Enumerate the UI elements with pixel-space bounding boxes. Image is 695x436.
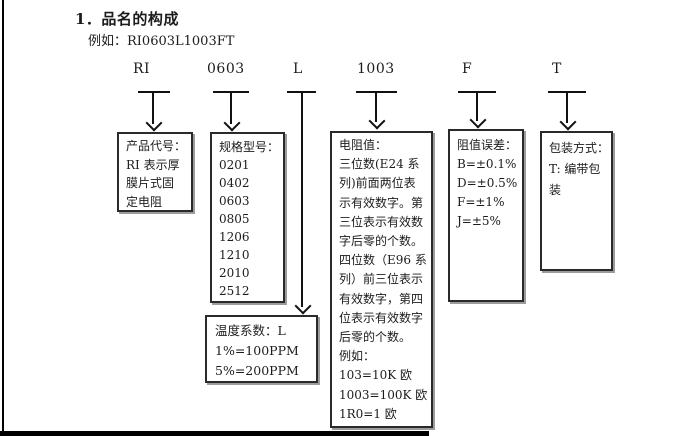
box-tcr: 温度系数：L 1%=100PPM 5%=200PPM — [205, 315, 318, 383]
connector-line — [375, 91, 377, 122]
connector-line — [566, 91, 568, 123]
text-line: 电阻值： — [339, 138, 388, 152]
box-product-code: 产品代号： RI 表示厚膜片式固定电阻 — [117, 132, 193, 212]
text-line: 例如： — [339, 349, 376, 364]
code-segment-ri: RI — [133, 61, 151, 77]
code-segment-tcr: L — [293, 61, 303, 77]
text-line: 2512 — [219, 284, 250, 298]
code-segment-resistance: 1003 — [357, 61, 395, 77]
text-line: D=±0.5% — [457, 176, 518, 190]
code-segment-size: 0603 — [207, 61, 245, 77]
text-line: 三位表示有效数 — [339, 214, 424, 229]
text-line: 有效数字，第四 — [339, 291, 424, 306]
arrow-down-icon — [294, 297, 312, 315]
text-line: J=±5% — [457, 214, 501, 228]
text-line: 0201 — [219, 158, 250, 172]
text-line: 5%=200PPM — [215, 363, 299, 378]
text-line: 103=10K 欧 — [339, 368, 413, 383]
text-line: 列)前面两位表 — [339, 176, 416, 191]
box-size-code: 规格型号： 0201 0402 0603 0805 1206 1210 2010 2512 — [210, 132, 285, 303]
arrow-down-icon — [559, 113, 577, 131]
text-line: 字后零的个数。 — [339, 234, 424, 249]
text-line: 三位数(E24 系 — [339, 157, 420, 172]
text-line: 位表示有效数字 — [339, 310, 424, 325]
text-line: 1%=100PPM — [215, 343, 299, 358]
connector-line — [476, 91, 478, 121]
text-line: 定电阻 — [126, 194, 163, 209]
arrow-down-icon — [145, 114, 163, 132]
section-title: 1．品名的构成 — [75, 10, 179, 28]
text-line: 0402 — [219, 176, 250, 190]
connector-line — [301, 91, 303, 307]
text-line: 0603 — [219, 194, 250, 208]
box-tolerance: 阻值误差： B=±0.1% D=±0.5% F=±1% J=±5% — [448, 129, 524, 302]
text-line: 四位数（E96 系 — [339, 253, 427, 268]
text-line: 装 — [549, 183, 562, 197]
text-line: 示有效数字。第 — [339, 195, 424, 210]
arrow-down-icon — [469, 111, 487, 129]
text-line: 阻值误差： — [457, 138, 518, 152]
connector-line — [152, 91, 154, 124]
arrow-down-icon — [223, 114, 241, 132]
box-packaging: 包装方式： T: 编带包装 — [540, 131, 613, 271]
page-left-edge — [2, 0, 4, 436]
arrow-down-icon — [368, 112, 386, 130]
page-bottom-edge — [0, 431, 429, 436]
text-line: 1R0=1 欧 — [339, 406, 397, 421]
code-segment-packaging: T — [552, 61, 562, 77]
example-part-number: 例如：RI0603L1003FT — [88, 34, 235, 49]
text-line: 规格型号： — [219, 140, 280, 154]
connector-top-bar — [138, 91, 170, 93]
text-line: 后零的个数。 — [339, 330, 412, 345]
text-line: 温度系数：L — [215, 323, 286, 338]
text-line: 1003=100K 欧 — [339, 387, 428, 402]
text-line: RI 表示厚 — [126, 157, 180, 172]
connector-line — [230, 91, 232, 124]
text-line: 包装方式： — [549, 141, 610, 155]
text-line: B=±0.1% — [457, 157, 517, 171]
text-line: T: 编带包 — [549, 162, 601, 176]
text-line: 1210 — [219, 248, 250, 262]
text-line: 产品代号： — [126, 139, 187, 153]
text-line: F=±1% — [457, 195, 505, 209]
code-segment-tolerance: F — [462, 61, 473, 77]
text-line: 0805 — [219, 212, 250, 226]
text-line: 列）前三位表示 — [339, 272, 424, 287]
text-line: 1206 — [219, 230, 250, 244]
text-line: 2010 — [219, 266, 250, 280]
box-resistance: 电阻值： 三位数(E24 系列)前面两位表示有效数字。第三位表示有效数字后零的个数… — [330, 131, 433, 428]
text-line: 膜片式固 — [126, 176, 175, 190]
